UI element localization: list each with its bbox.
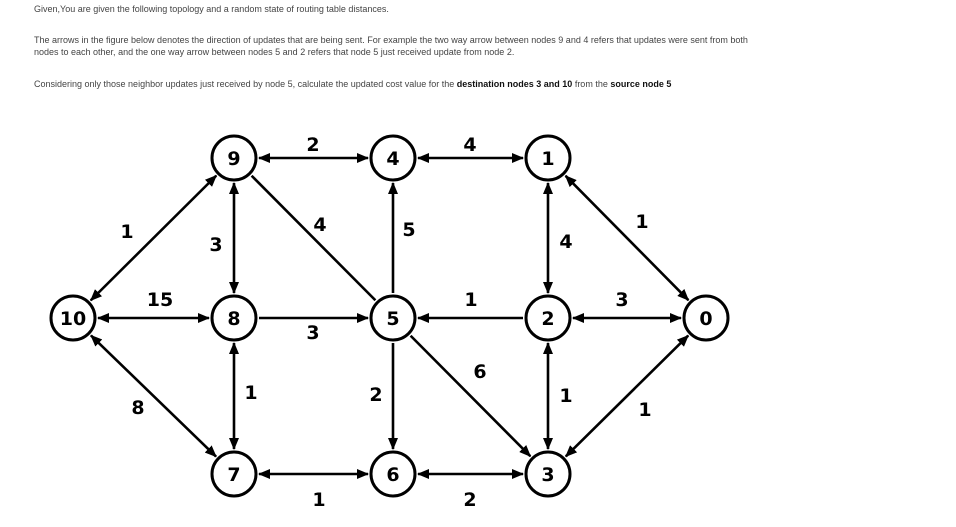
node-label: 8 <box>227 308 240 330</box>
edge-weight-8-10: 15 <box>147 289 173 311</box>
edge-weight-8-7: 1 <box>244 382 257 404</box>
intro-text: Given,You are given the following topolo… <box>34 4 389 14</box>
node-2: 2 <box>524 294 572 342</box>
edge-1-0 <box>564 174 690 302</box>
node-label: 5 <box>386 308 399 330</box>
node-circle <box>524 134 572 182</box>
node-label: 10 <box>60 308 86 330</box>
edge-weight-6-3: 2 <box>463 489 476 511</box>
edge-weight-5-3: 6 <box>473 361 486 383</box>
node-8: 8 <box>210 294 258 342</box>
node-circle <box>524 450 572 498</box>
edge-5-3 <box>409 334 532 458</box>
node-label: 2 <box>541 308 554 330</box>
edge-weight-9-8: 3 <box>209 234 222 256</box>
edge-weight-7-6: 1 <box>312 489 325 511</box>
edge-weight-5-4: 5 <box>402 219 415 241</box>
node-5: 5 <box>369 294 417 342</box>
node-0: 0 <box>682 294 730 342</box>
edge-weight-9-5: 4 <box>313 214 326 236</box>
edge-weight-2-3: 1 <box>559 385 572 407</box>
edges-layer <box>89 153 690 479</box>
node-circle <box>210 450 258 498</box>
node-4: 4 <box>369 134 417 182</box>
node-circle <box>210 134 258 182</box>
node-circle <box>210 294 258 342</box>
question-part2: from the <box>572 79 611 89</box>
node-3: 3 <box>524 450 572 498</box>
question-text: Considering only those neighbor updates … <box>34 78 754 90</box>
edge-10-7 <box>90 334 217 458</box>
edge-weight-5-6: 2 <box>369 384 382 406</box>
node-label: 6 <box>386 464 399 486</box>
node-label: 7 <box>227 464 240 486</box>
edge-0-3 <box>564 334 690 458</box>
node-1: 1 <box>524 134 572 182</box>
node-label: 3 <box>541 464 554 486</box>
question-part1: Considering only those neighbor updates … <box>34 79 457 89</box>
edge-weight-1-2: 4 <box>559 231 572 253</box>
node-label: 4 <box>386 148 399 170</box>
edge-weight-8-5: 3 <box>306 322 319 344</box>
edge-weight-0-3: 1 <box>638 399 651 421</box>
node-circle <box>369 294 417 342</box>
edge-weight-10-7: 8 <box>131 397 144 419</box>
edge-weight-9-10: 1 <box>120 221 133 243</box>
node-6: 6 <box>369 450 417 498</box>
node-9: 9 <box>210 134 258 182</box>
node-circle <box>369 450 417 498</box>
node-label: 1 <box>541 148 554 170</box>
edge-weight-9-4: 2 <box>306 134 319 156</box>
edge-9-10 <box>89 174 218 302</box>
node-10: 10 <box>49 294 97 342</box>
node-circle <box>49 294 97 342</box>
node-circle <box>682 294 730 342</box>
edge-weight-2-5: 1 <box>464 289 477 311</box>
question-source-node: source node 5 <box>610 79 672 89</box>
question-destination-nodes: destination nodes 3 and 10 <box>456 79 573 89</box>
edge-weight-1-0: 1 <box>635 211 648 233</box>
node-7: 7 <box>210 450 258 498</box>
node-label: 9 <box>227 148 240 170</box>
node-circle <box>369 134 417 182</box>
arrows-explanation-text: The arrows in the figure below denotes t… <box>34 35 748 57</box>
edge-9-5 <box>250 174 377 302</box>
node-label: 0 <box>699 308 712 330</box>
node-circle <box>524 294 572 342</box>
edge-weight-2-0: 3 <box>615 289 628 311</box>
edge-weight-4-1: 4 <box>463 134 476 156</box>
nodes-layer: 9 4 1 10 8 5 2 0 7 6 3 <box>49 134 730 498</box>
